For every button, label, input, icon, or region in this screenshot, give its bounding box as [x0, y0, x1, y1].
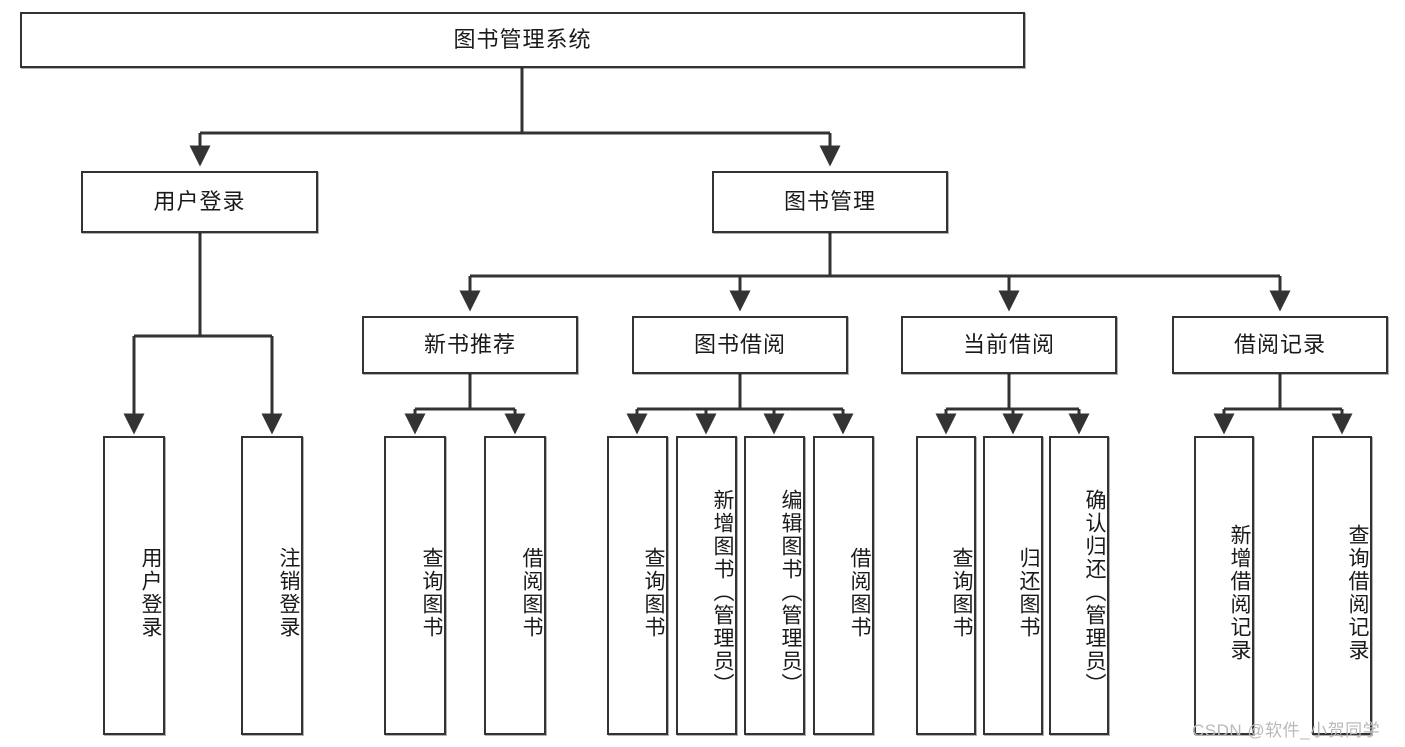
node-leaf-return-book-label: 归还图书 [1017, 546, 1040, 639]
node-leaf-query-record[interactable]: 查询借阅记录 [1312, 436, 1372, 735]
node-leaf-query-book-3-label: 查询图书 [950, 546, 973, 639]
node-leaf-add-record-label: 新增借阅记录 [1228, 523, 1251, 662]
node-leaf-borrow-book-1-label: 借阅图书 [520, 546, 543, 639]
node-leaf-query-book-1[interactable]: 查询图书 [384, 436, 446, 735]
node-root[interactable]: 图书管理系统 [20, 12, 1025, 68]
node-current-borrow-label: 当前借阅 [962, 331, 1055, 357]
node-leaf-query-book-2[interactable]: 查询图书 [607, 436, 668, 735]
node-leaf-edit-book[interactable]: 编辑图书（管理员） [744, 436, 805, 735]
csdn-watermark: CSDN @软件_小贺同学 [1192, 721, 1381, 740]
node-leaf-return-book[interactable]: 归还图书 [983, 436, 1043, 735]
node-current-borrow[interactable]: 当前借阅 [901, 316, 1117, 374]
node-leaf-borrow-book-1[interactable]: 借阅图书 [484, 436, 546, 735]
node-leaf-query-book-1-label: 查询图书 [420, 546, 443, 639]
node-leaf-borrow-book-2-label: 借阅图书 [848, 546, 871, 639]
node-leaf-edit-book-label: 编辑图书（管理员） [779, 489, 802, 696]
node-leaf-add-book[interactable]: 新增图书（管理员） [676, 436, 737, 735]
node-book-management-label: 图书管理 [783, 188, 876, 214]
node-leaf-query-book-3[interactable]: 查询图书 [916, 436, 976, 735]
node-leaf-logout-login-label: 注销登录 [277, 546, 300, 639]
node-root-label: 图书管理系统 [453, 26, 592, 52]
node-leaf-borrow-book-2[interactable]: 借阅图书 [813, 436, 874, 735]
node-leaf-logout-login[interactable]: 注销登录 [241, 436, 303, 735]
node-leaf-add-record[interactable]: 新增借阅记录 [1194, 436, 1254, 735]
node-leaf-confirm-return[interactable]: 确认归还（管理员） [1049, 436, 1109, 735]
node-book-management[interactable]: 图书管理 [712, 171, 948, 233]
node-new-book-recommend-label: 新书推荐 [423, 331, 516, 357]
node-book-borrow-label: 图书借阅 [693, 331, 786, 357]
node-user-login[interactable]: 用户登录 [81, 171, 318, 233]
node-leaf-add-book-label: 新增图书（管理员） [711, 489, 734, 696]
node-borrow-record[interactable]: 借阅记录 [1172, 316, 1388, 374]
node-leaf-user-login[interactable]: 用户登录 [103, 436, 165, 735]
node-leaf-query-book-2-label: 查询图书 [642, 546, 665, 639]
node-leaf-query-record-label: 查询借阅记录 [1346, 523, 1369, 662]
node-user-login-label: 用户登录 [153, 188, 246, 214]
node-leaf-confirm-return-label: 确认归还（管理员） [1083, 489, 1106, 696]
node-new-book-recommend[interactable]: 新书推荐 [362, 316, 578, 374]
node-leaf-user-login-label: 用户登录 [139, 546, 162, 639]
node-book-borrow[interactable]: 图书借阅 [632, 316, 848, 374]
node-borrow-record-label: 借阅记录 [1233, 331, 1326, 357]
